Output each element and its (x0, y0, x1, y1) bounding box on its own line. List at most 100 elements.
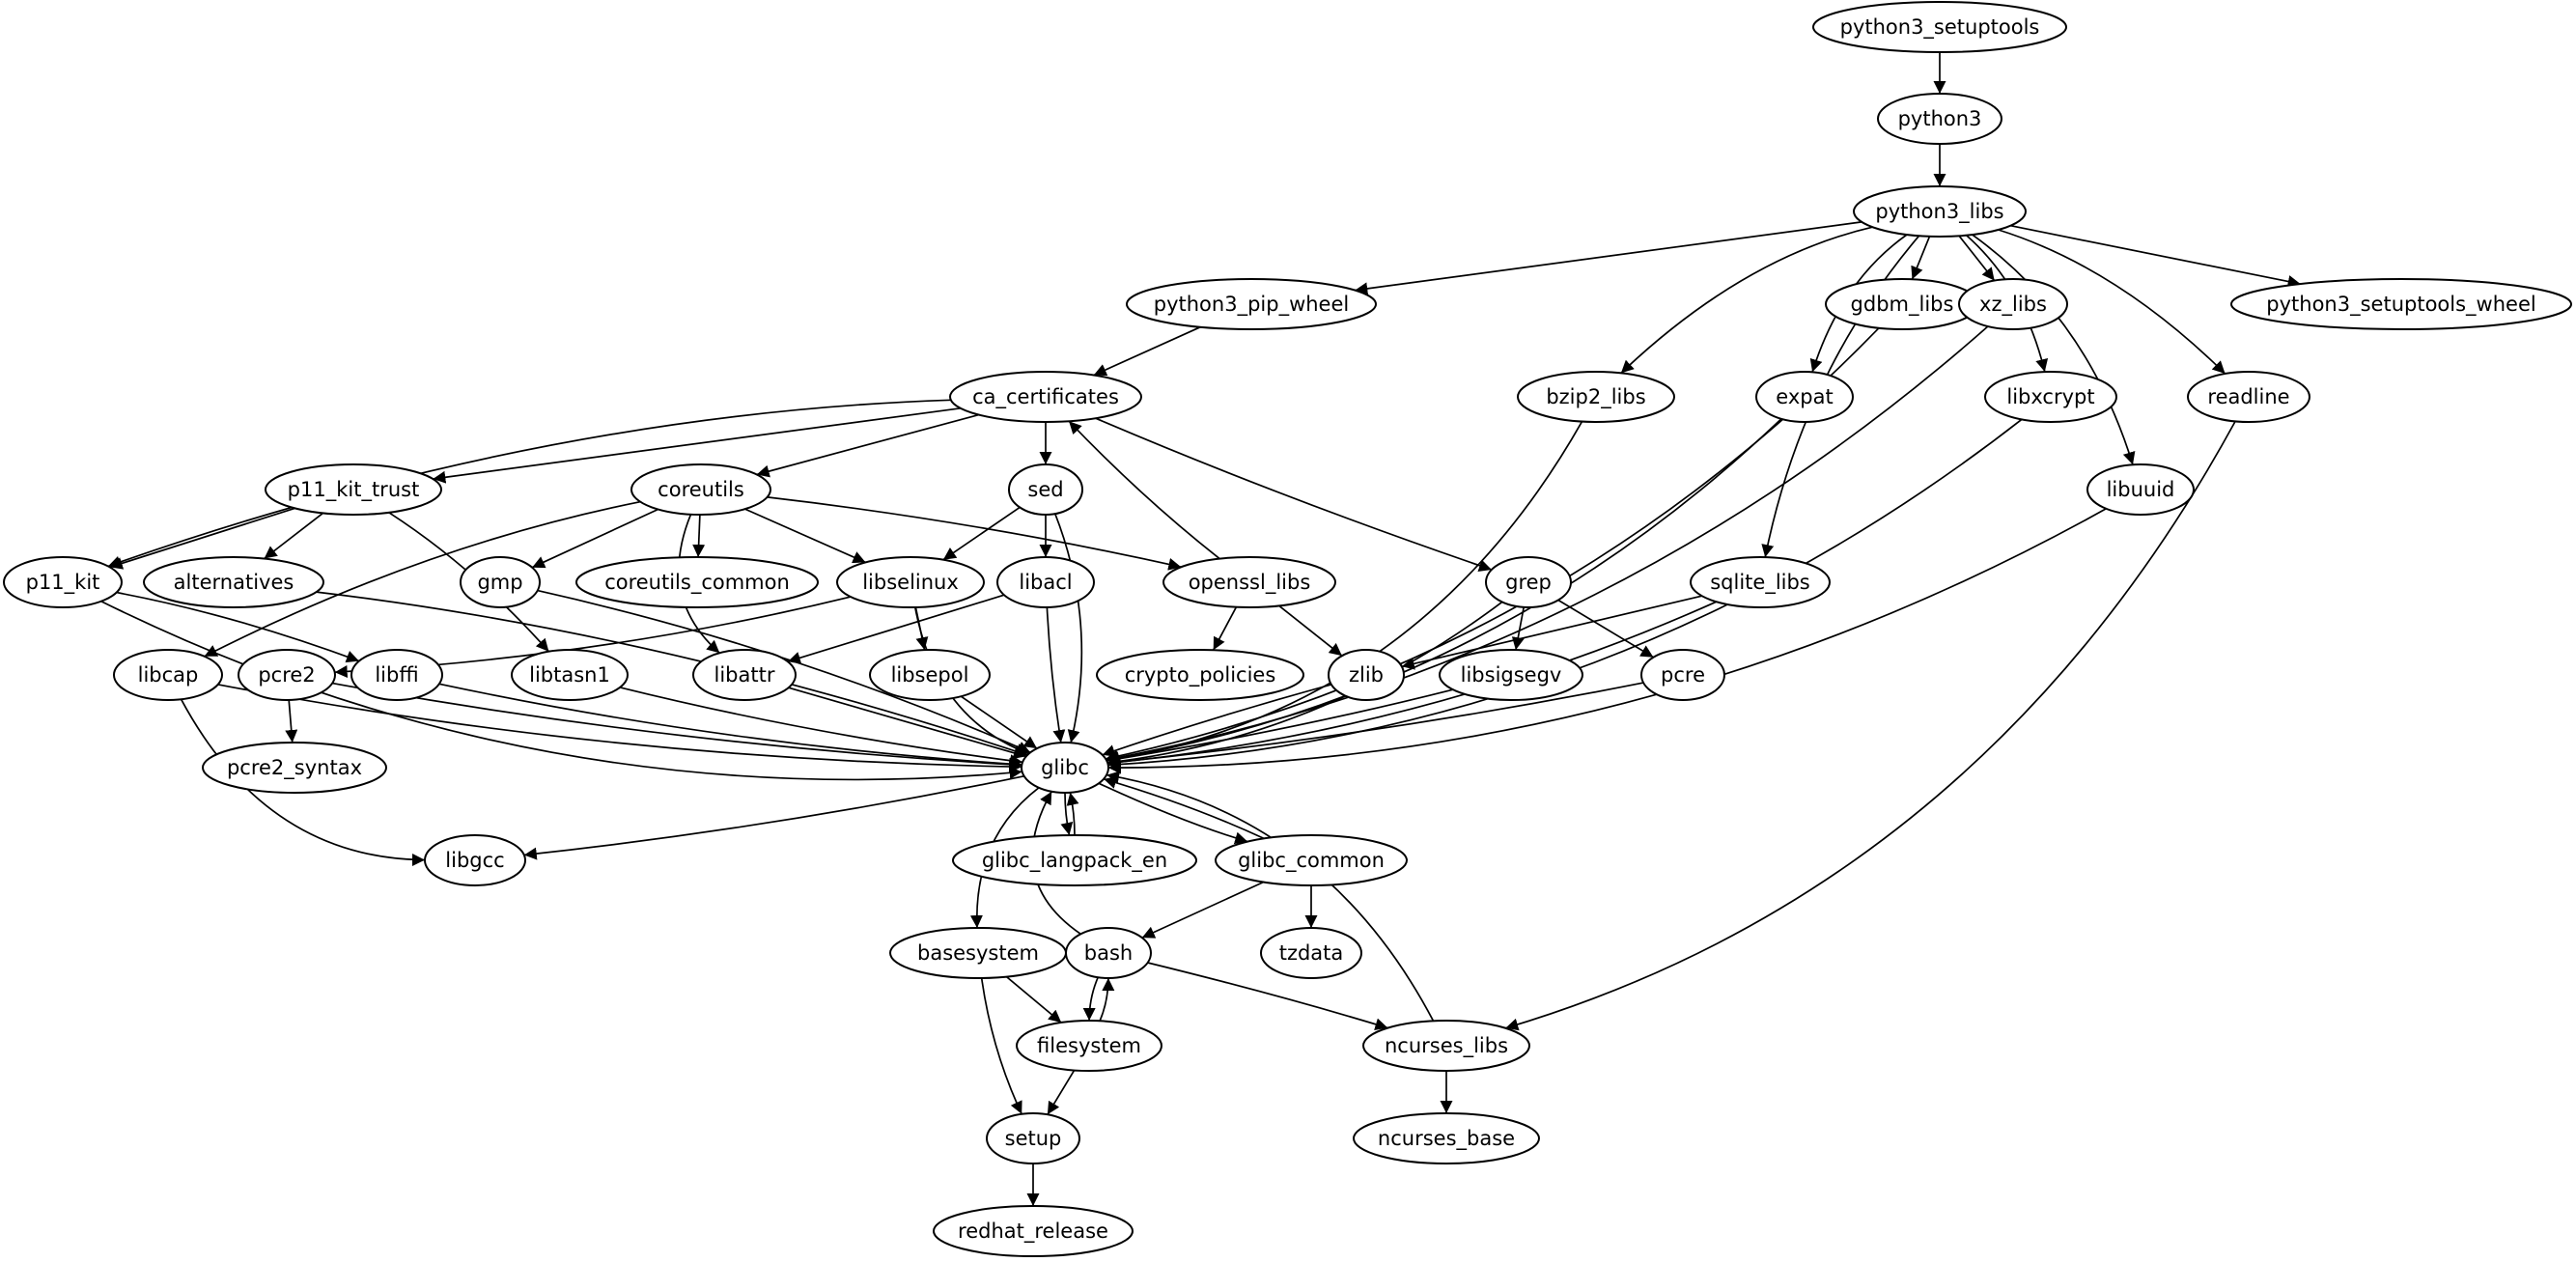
node-shape (1096, 649, 1304, 701)
edge-python3_libs-to-libuuid (1972, 234, 2136, 465)
node-label: libsigsegv (1461, 663, 1562, 687)
node-label: glibc_langpack_en (982, 849, 1167, 873)
node-libtasn1: libtasn1 (511, 649, 629, 701)
node-shape (1812, 1, 2067, 53)
edge-python3_pip_wheel-to-ca_certificates (1093, 325, 1201, 377)
node-expat: expat (1755, 371, 1854, 423)
node-shape (3, 556, 123, 608)
node-shape (1215, 834, 1408, 886)
node-label: bzip2_libs (1546, 385, 1645, 409)
node-ncurses-libs: ncurses_libs (1362, 1020, 1530, 1072)
node-shape (996, 556, 1095, 608)
node-shape (350, 649, 443, 701)
edge-libcap-to-libgcc (180, 698, 426, 866)
node-shape (1517, 371, 1675, 423)
node-bzip2-libs: bzip2_libs (1517, 371, 1675, 423)
edge-filesystem-to-bash (1099, 977, 1115, 1022)
node-label: libacl (1019, 571, 1072, 594)
node-python3-setuptools-wheel: python3_setuptools_wheel (2230, 278, 2572, 330)
edge-libsepol-to-glibc (960, 695, 1038, 749)
node-shape (1853, 185, 2027, 238)
node-label: coreutils (658, 478, 744, 501)
node-glibc-common: glibc_common (1215, 834, 1408, 886)
node-shape (2187, 371, 2310, 423)
edge-glibc-to-glibc_langpack_en (1060, 792, 1074, 836)
node-shape (1016, 1020, 1162, 1072)
node-libxcrypt: libxcrypt (1984, 371, 2117, 423)
edge-coreutils-to-coreutils_common (692, 514, 706, 558)
node-glibc: glibc (1021, 742, 1109, 794)
edge-p11_kit-to-glibc (100, 600, 1022, 781)
edge-pcre-to-glibc (1107, 682, 1644, 769)
edge-ncurses_libs-to-glibc (1106, 771, 1435, 1022)
edge-basesystem-to-setup (980, 977, 1022, 1115)
edge-grep-to-libsigsegv (1511, 606, 1526, 651)
node-label: pcre2_syntax (227, 756, 362, 780)
edge-python3_libs-to-python3_pip_wheel (1355, 221, 1862, 295)
node-shape (836, 556, 985, 608)
node-xz-libs: xz_libs (1958, 278, 2068, 330)
node-python3-libs: python3_libs (1853, 185, 2027, 238)
edge-openssl_libs-to-crypto_policies (1212, 606, 1238, 651)
node-label: libattr (714, 663, 775, 687)
node-label: pcre (1661, 663, 1705, 687)
edge-ca_certificates-to-grep (1095, 417, 1493, 572)
node-shape (1021, 742, 1109, 794)
edge-sed-to-glibc (1054, 513, 1083, 743)
edge-python3_libs-to-xz_libs (1958, 235, 1996, 282)
node-label: libffi (375, 663, 418, 687)
node-libselinux: libselinux (836, 556, 985, 608)
node-shape (1640, 649, 1725, 701)
node-layer: python3_setuptools python3 python3_libspyt… (3, 1, 2572, 1257)
node-label: libcap (138, 663, 199, 687)
node-shape (113, 649, 223, 701)
node-shape (1008, 463, 1083, 516)
edge-filesystem-to-setup (1047, 1069, 1076, 1115)
node-label: libtasn1 (529, 663, 610, 687)
node-pcre2-syntax: pcre2_syntax (202, 742, 387, 794)
node-ca-certificates: ca_certificates (949, 371, 1142, 423)
node-label: p11_kit (26, 571, 100, 595)
edge-libacl-to-glibc (1046, 606, 1066, 743)
edge-ca_certificates-to-p11_kit (107, 399, 951, 569)
node-shape (1877, 93, 2002, 145)
node-label: python3 (1898, 107, 1982, 130)
node-shape (949, 371, 1142, 423)
node-shape (1353, 1112, 1540, 1164)
edge-glibc_common-to-bash (1141, 881, 1265, 939)
node-shape (1328, 649, 1405, 701)
node-shape (1984, 371, 2117, 423)
node-python3-setuptools: python3_setuptools (1812, 1, 2067, 53)
node-gdbm-libs: gdbm_libs (1825, 278, 1979, 330)
node-label: expat (1776, 385, 1833, 408)
edge-sqlite_libs-to-zlib (1401, 595, 1702, 670)
node-label: sed (1027, 478, 1063, 501)
node-label: gmp (477, 571, 522, 594)
node-label: filesystem (1037, 1034, 1141, 1057)
node-shape (1690, 556, 1831, 608)
edge-openssl_libs-to-ca_certificates (1068, 420, 1220, 560)
node-label: alternatives (174, 571, 294, 594)
node-shape (1162, 556, 1336, 608)
node-shape (1755, 371, 1854, 423)
node-shape (1065, 927, 1152, 979)
edge-libselinux-to-glibc (913, 606, 1029, 756)
node-label: ncurses_libs (1385, 1034, 1508, 1058)
edge-libacl-to-libattr (787, 594, 1005, 664)
edge-zlib-to-glibc (1102, 684, 1332, 757)
node-grep: grep (1485, 556, 1572, 608)
node-label: ca_certificates (972, 385, 1119, 409)
node-libacl: libacl (996, 556, 1095, 608)
edge-bash-to-ncurses_libs (1147, 962, 1388, 1031)
node-shape (1439, 649, 1583, 701)
edge-python3_libs-to-readline (1998, 229, 2226, 375)
node-label: redhat_release (958, 1220, 1108, 1244)
edge-libcap-to-glibc (217, 684, 1022, 773)
node-filesystem: filesystem (1016, 1020, 1162, 1072)
edge-libattr-to-glibc (788, 687, 1027, 760)
node-shape (265, 463, 442, 516)
node-sed: sed (1008, 463, 1083, 516)
edge-grep-to-pcre (1557, 599, 1654, 659)
edge-p11_kit_trust-to-alternatives (264, 512, 324, 560)
